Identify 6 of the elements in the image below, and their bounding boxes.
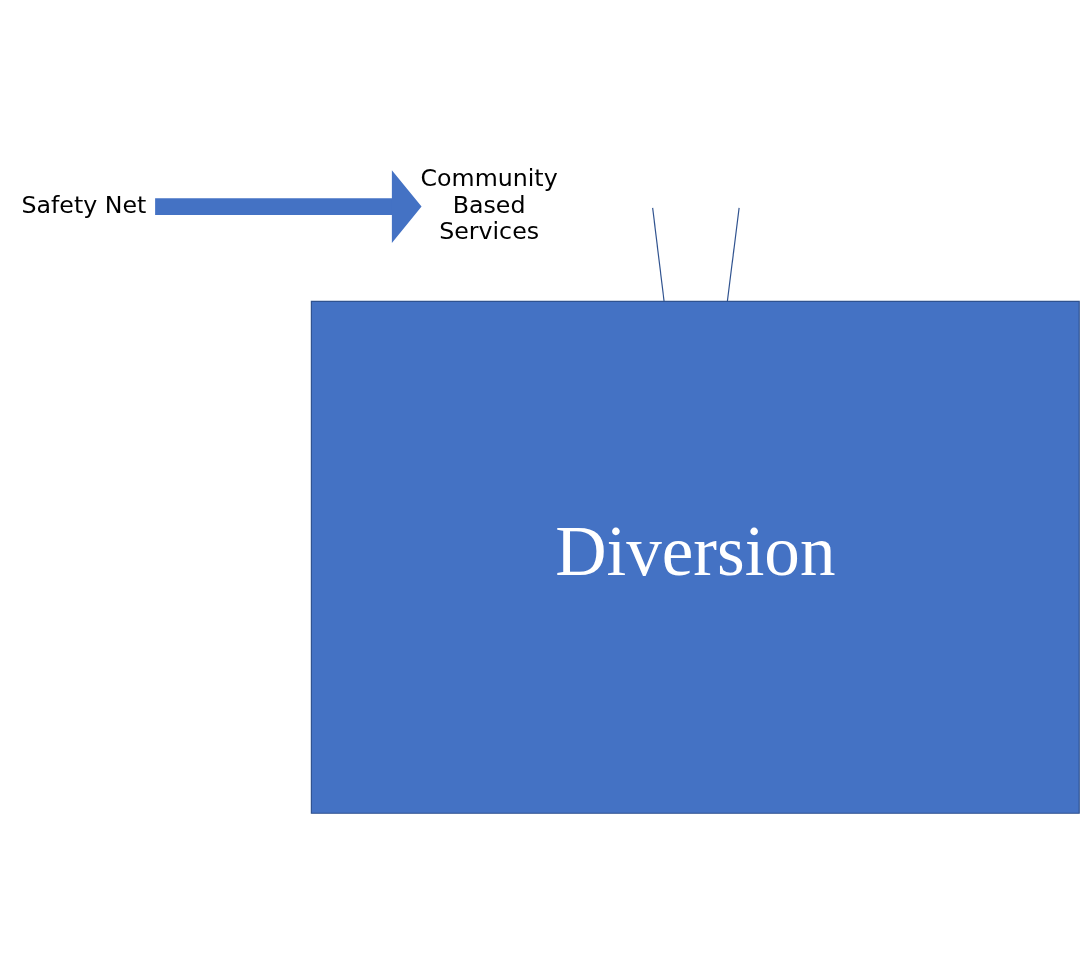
node-box: Diversion <box>310 300 1080 814</box>
arrow <box>155 170 422 243</box>
connector <box>652 207 665 302</box>
connector <box>726 207 740 302</box>
node-text: Safety Net <box>21 190 147 219</box>
node-text: Community Based Services <box>420 164 558 245</box>
